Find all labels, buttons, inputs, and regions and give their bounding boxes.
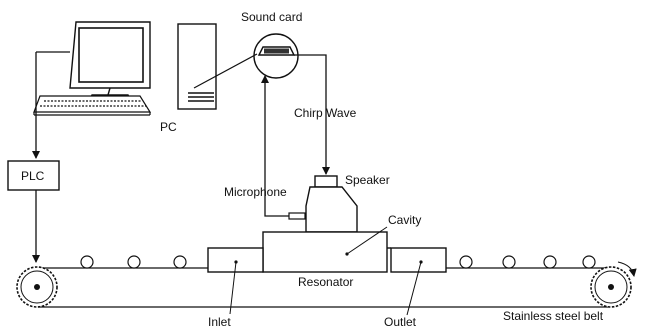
- cavity-pointer: [346, 226, 388, 255]
- pc-sound-card-link: [193, 53, 258, 89]
- outlet-label: Outlet: [384, 315, 417, 327]
- pc-tower-icon: [177, 23, 217, 110]
- belt-samples: [80, 255, 596, 269]
- microphone-label: Microphone: [224, 185, 287, 199]
- plc-label: PLC: [21, 169, 45, 183]
- cavity-label: Cavity: [388, 213, 421, 227]
- microphone-signal-line: [261, 75, 289, 217]
- resonator-label: Resonator: [298, 275, 353, 289]
- belt-label: Stainless steel belt: [503, 309, 604, 323]
- microphone-icon: [288, 212, 306, 220]
- pc-label: PC: [160, 120, 177, 134]
- plc-box: [7, 160, 60, 191]
- sound-card-label: Sound card: [241, 10, 302, 24]
- chirp-wave-line: [294, 54, 330, 175]
- outlet-block: [390, 247, 447, 273]
- sound-card-icon: [253, 33, 299, 79]
- speaker-label: Speaker: [345, 173, 390, 187]
- monitor-icon: [69, 21, 151, 100]
- chirp-wave-label: Chirp Wave: [294, 106, 357, 120]
- belt-roller-left: [16, 266, 58, 308]
- keyboard-icon: [33, 95, 152, 116]
- belt-roller-right: [590, 261, 637, 308]
- resonator-body: [262, 231, 388, 273]
- inlet-label: Inlet: [208, 315, 231, 327]
